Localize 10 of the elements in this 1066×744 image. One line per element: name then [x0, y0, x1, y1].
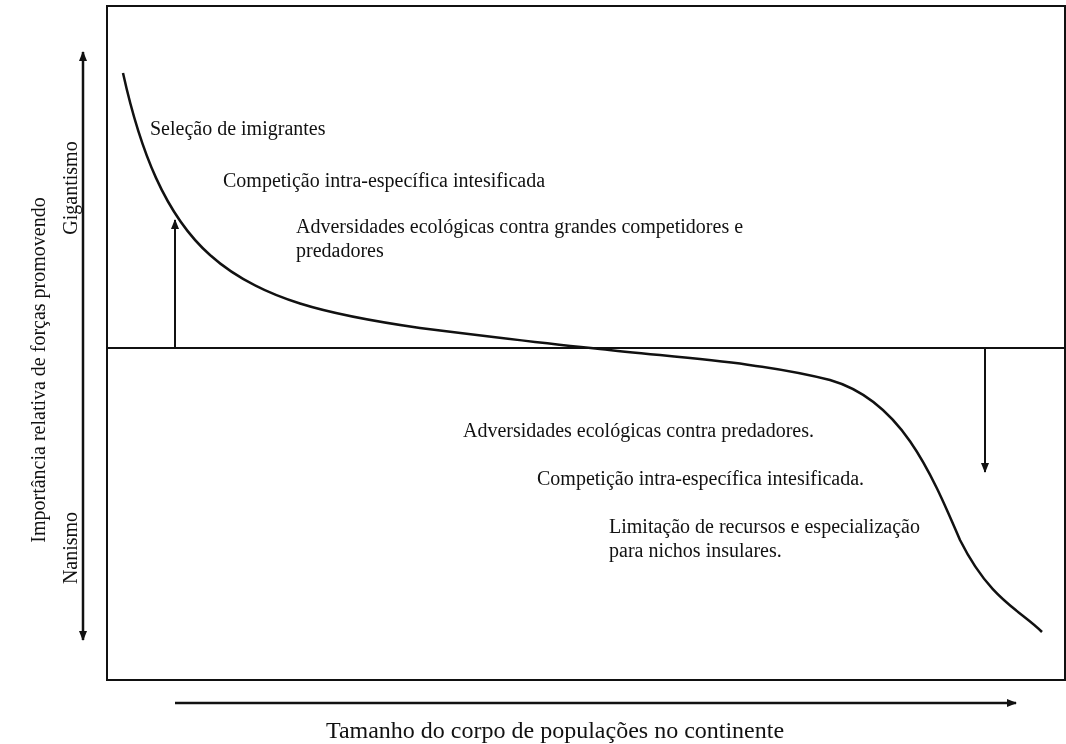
annotation-text: Adversidades ecológicas contra predadores. [463, 418, 815, 442]
annotation-text: Seleção de imigrantes [150, 116, 327, 140]
axis-label: Tamanho do corpo de populações no continente [325, 716, 785, 744]
axis-label: Gigantismo [58, 141, 82, 235]
annotation-text: Adversidades ecológicas contra grandes competidores e predadores [296, 214, 745, 262]
annotation-text: Limitação de recursos e especialização para nichos insulares. [609, 514, 921, 562]
annotation-text: Competição intra-específica intesificada [223, 168, 547, 192]
axis-label: Importância relativa de forças promovendo [26, 197, 50, 543]
annotation-text: Competição intra-específica intesificada. [537, 466, 866, 490]
axis-label: Nanismo [58, 511, 82, 585]
